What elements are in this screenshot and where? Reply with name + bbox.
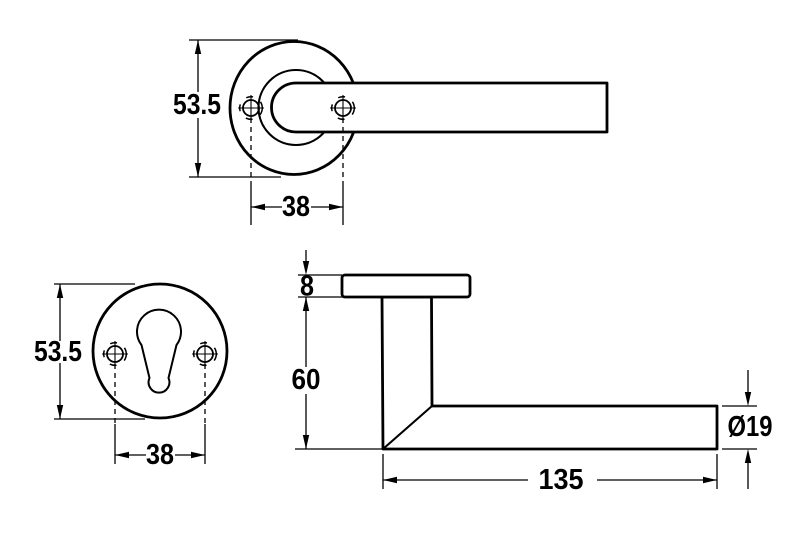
dimension-label: 53.5: [173, 89, 221, 121]
arrowhead-right: [191, 451, 205, 459]
dimension-bar-diameter: Ø19: [722, 370, 773, 489]
dimension-rose-thickness: 8: [298, 250, 382, 303]
rose-side-profile: [340, 273, 472, 299]
arrowhead-down: [302, 435, 310, 449]
elbow-miter-line: [382, 405, 433, 450]
dimension-label: 38: [282, 191, 310, 223]
dimension-rose-diameter: 53.5: [173, 39, 298, 178]
arrowhead-right: [329, 203, 343, 211]
dimension-label: 38: [146, 439, 174, 471]
lever-front-view: 53.5 38: [173, 39, 609, 225]
dimension-label: 135: [539, 464, 584, 496]
arrowhead-up: [744, 449, 752, 463]
dimension-fixing-centres: 38: [114, 364, 206, 471]
dimension-label: 8: [300, 271, 314, 303]
arrowhead-down: [194, 163, 202, 177]
dimension-lever-length: 135: [382, 454, 718, 496]
arrowhead-left: [383, 476, 397, 484]
arrowhead-left: [251, 203, 265, 211]
handle-profile: [380, 295, 719, 451]
escutcheon-view: 53.5 38: [34, 282, 229, 471]
euro-profile-keyhole: [136, 308, 182, 394]
arrowhead-down: [56, 405, 64, 419]
arrowhead-left: [115, 451, 129, 459]
dimension-fixing-centres: 38: [250, 118, 344, 225]
arrowhead-down: [302, 261, 310, 275]
arrowhead-up: [56, 284, 64, 298]
dimension-projection: 60: [292, 297, 383, 450]
dimension-label: 53.5: [34, 336, 82, 368]
arrowhead-up: [194, 40, 202, 54]
dimension-escutcheon-diameter: 53.5: [34, 283, 145, 420]
fixing-hole-marker-left: [238, 95, 264, 121]
dimension-label: 60: [292, 364, 321, 396]
lever-side-view: 8 60 135 Ø19: [292, 250, 773, 496]
lever-bar: [270, 81, 609, 134]
arrowhead-right: [703, 476, 717, 484]
arrowhead-down: [744, 392, 752, 406]
dimension-label: Ø19: [728, 411, 773, 443]
